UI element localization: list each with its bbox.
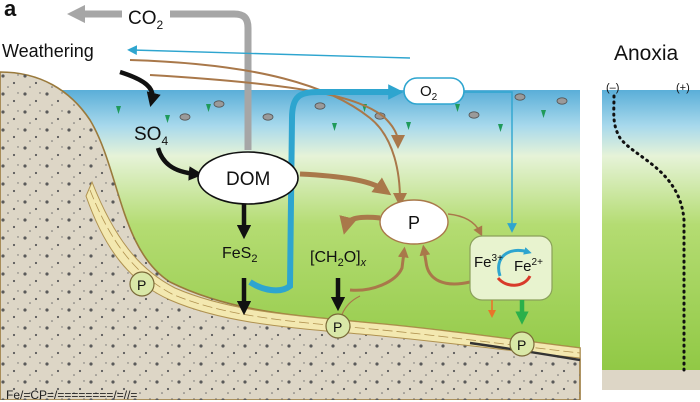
iron-oxidation-arrow [497,247,532,277]
weathering-to-so4-arrow [119,69,161,107]
dom-node [197,151,299,205]
so4-label: SO4 [134,124,168,148]
inset-title: Anoxia [614,42,679,65]
iron-to-p-arrow [419,244,471,286]
dark-sediment-line [469,341,581,362]
dom-label: DOM [226,169,270,190]
iron-reduction-arrow [496,275,532,287]
weathering-to-p-arrow [129,59,407,207]
o2-node [403,77,465,105]
inset-scale-max: (+) [676,82,690,94]
p-to-iron-arrow [447,213,483,237]
co2-label: CO2 [128,8,164,32]
so4-to-dom-arrow [155,147,204,181]
fe3-label: Fe3+ [474,253,503,271]
fes2-label: FeS2 [222,245,257,265]
sediment-p-node-mid [325,313,351,339]
p-to-ch2o-arrow [339,214,381,235]
lamination-line [89,189,581,354]
o2-to-weathering-arrow [127,45,411,59]
inset-sediment [602,370,700,390]
panel-letter: a [4,0,17,21]
p-node [379,199,449,245]
o2-label: O2 [420,83,438,103]
weathering-to-p-arrow-2 [149,74,405,149]
p-center-label: P [408,213,420,233]
sediment-p-label-mid: P [333,319,342,335]
weathering-label: Weathering [2,41,94,61]
co2-flux-arrow [170,10,252,150]
o2-to-iron-arrow [464,91,517,233]
o2-production-arrow [248,84,404,294]
sediment-p-node-right [509,331,535,357]
surface-particles [116,92,568,132]
inset-scale-min: (–) [606,82,620,94]
fe2-label: Fe2+ [514,257,543,275]
sediment-p-label-left: P [137,277,146,293]
sediment-p-node-left [129,271,155,297]
dom-to-p-arrow [299,171,392,196]
ch2o-to-p-arrow [349,246,409,292]
ch2o-label: [CH2O]x [310,249,367,269]
anoxia-profile-curve [612,94,686,372]
sediment-grains [0,72,580,400]
sediment-p-label-right: P [517,337,526,353]
footer-caption-fragment: Fe/=CP=/========/=//= [6,388,138,402]
